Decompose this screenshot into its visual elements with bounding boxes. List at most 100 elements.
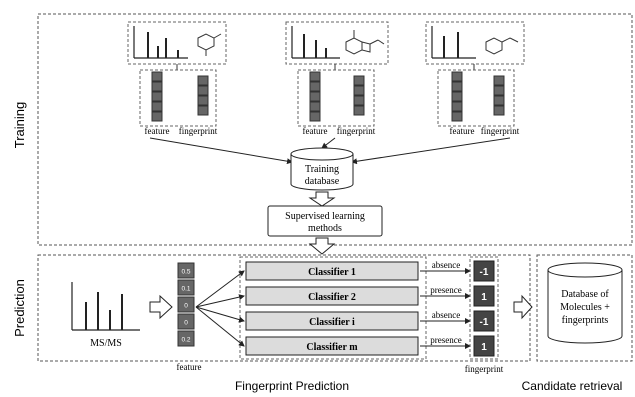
feature-value-cell — [177, 279, 195, 296]
arrow-to-database — [513, 294, 533, 320]
fingerprint-bit: 1 — [481, 342, 487, 353]
msms-label: MS/MS — [90, 338, 122, 349]
feature-value: 0 — [184, 303, 188, 310]
feature-vector — [451, 71, 463, 122]
spectrum-icon — [291, 26, 340, 59]
prediction-feature-vector: 0.5 0.1 0 0 0.2 — [177, 262, 195, 347]
fingerprint-vector — [353, 75, 365, 116]
fingerprint-bit-cell — [473, 310, 495, 332]
methods-line2: methods — [308, 223, 342, 234]
feature-cell — [151, 71, 163, 82]
fingerprint-bit-cell — [473, 285, 495, 307]
classifier-name: Classifier m — [306, 342, 358, 353]
fingerprint-cell — [493, 85, 505, 96]
prediction-section-label: Prediction — [12, 279, 27, 337]
fan-arrow — [195, 306, 245, 347]
arrow-sample2-to-db — [321, 137, 336, 149]
feature-cell — [309, 111, 321, 122]
feature-cell — [151, 111, 163, 122]
feature-value: 0 — [184, 320, 188, 327]
feature-cell — [151, 81, 163, 92]
training-sample-1: feature fingerprint — [127, 21, 227, 136]
fingerprint-label: fingerprint — [481, 126, 520, 136]
feature-vector — [151, 71, 163, 122]
classifier-name: Classifier 1 — [308, 267, 356, 278]
feature-value: 0.2 — [181, 337, 190, 344]
classifier-box — [245, 311, 419, 331]
retrieval-panel — [536, 254, 633, 362]
msms-spectrum-icon — [71, 282, 140, 331]
fingerprint-bit-cell — [473, 335, 495, 357]
training-database-line1: Training — [305, 164, 339, 175]
vector-frame — [297, 69, 375, 127]
feature-cell — [451, 91, 463, 102]
feature-label: feature — [145, 126, 170, 136]
spectrum-icon — [133, 26, 188, 59]
molecule-database: Database of Molecules + fingerprints — [547, 262, 623, 344]
training-sample-3: feature fingerprint — [425, 21, 525, 136]
feature-cell — [451, 101, 463, 112]
decision-label: absence — [432, 260, 460, 270]
prediction-feature-label: feature — [177, 362, 202, 372]
classifier-box — [245, 336, 419, 356]
molecule-structure-icon — [345, 30, 385, 55]
feature-cell — [309, 71, 321, 82]
training-panel — [37, 13, 633, 246]
fingerprint-bit: 1 — [481, 292, 487, 303]
feature-value-cell — [177, 313, 195, 330]
arrow-spectrum-to-feature — [149, 294, 173, 320]
fingerprint-cell — [197, 105, 209, 116]
decision-label: presence — [430, 335, 461, 345]
fingerprint-cell — [493, 75, 505, 86]
fingerprint-cell — [353, 95, 365, 106]
footer-fingerprint-prediction: Fingerprint Prediction — [235, 379, 349, 393]
fingerprint-cell — [353, 105, 365, 116]
fingerprint-cell — [493, 95, 505, 106]
spectrum-icon — [431, 26, 476, 59]
fingerprint-cell — [197, 85, 209, 96]
feature-cell — [151, 101, 163, 112]
methods-line1: Supervised learning — [285, 211, 365, 222]
arrow-sample1-to-db — [149, 137, 293, 165]
fingerprint-cell — [197, 75, 209, 86]
fingerprint-cell — [197, 95, 209, 106]
vector-frame — [437, 69, 515, 127]
spectrum-frame — [285, 21, 389, 65]
training-sample-2: feature fingerprint — [285, 21, 389, 136]
training-database-line2: database — [305, 176, 340, 187]
prediction-fingerprint-label: fingerprint — [465, 364, 504, 374]
database-line2: Molecules + — [560, 302, 610, 313]
feature-value: 0.1 — [181, 286, 190, 293]
feature-value-cell — [177, 296, 195, 313]
feature-value: 0.5 — [181, 269, 190, 276]
decision-label: absence — [432, 310, 460, 320]
feature-label: feature — [303, 126, 328, 136]
fingerprint-cell — [493, 105, 505, 116]
fan-arrow — [195, 294, 245, 308]
molecule-structure-icon — [485, 37, 519, 55]
feature-cell — [451, 71, 463, 82]
feature-cell — [309, 91, 321, 102]
footer-candidate-retrieval: Candidate retrieval — [522, 379, 623, 393]
fan-arrow — [195, 270, 245, 308]
molecule-structure-icon — [197, 33, 222, 56]
training-section-label: Training — [12, 102, 27, 148]
feature-cell — [451, 111, 463, 122]
arrow-db-to-methods — [308, 191, 336, 207]
fingerprint-vector — [197, 75, 209, 116]
fingerprint-cell — [353, 75, 365, 86]
fingerprint-label: fingerprint — [179, 126, 218, 136]
fingerprint-cell — [353, 85, 365, 96]
classifier-group — [239, 256, 427, 360]
fingerprint-bit-cell — [473, 260, 495, 282]
training-database: Training database — [290, 147, 354, 191]
fingerprint-vector — [493, 75, 505, 116]
fan-arrow — [195, 306, 245, 323]
arrow-sample3-to-db — [351, 137, 511, 165]
fingerprint-label: fingerprint — [337, 126, 376, 136]
supervised-learning-box: Supervised learning methods — [267, 205, 383, 237]
feature-cell — [309, 81, 321, 92]
fingerprint-bit: -1 — [480, 317, 489, 328]
